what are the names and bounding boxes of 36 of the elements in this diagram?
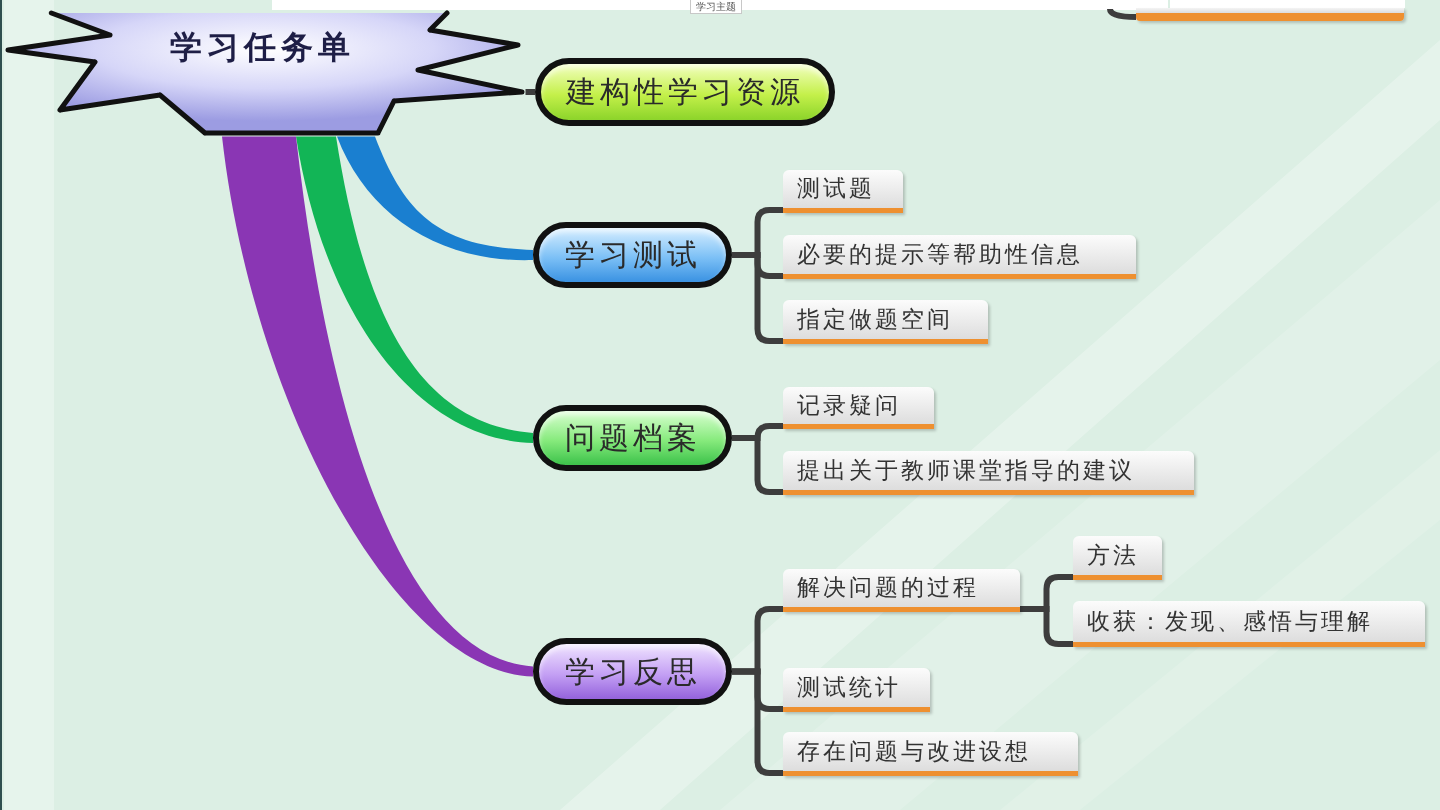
node-label: 解决问题的过程 [797,574,979,602]
node-label: 必要的提示等帮助性信息 [797,240,1083,269]
subtopic-box [783,451,1194,495]
node-label: 收获：发现、感悟与理解 [1087,607,1373,636]
node-label: 问题档案 [564,420,701,456]
node-label: 存在问题与改进设想 [797,737,1031,766]
subtopic-box [783,235,1136,279]
node-label: 学习测试 [564,237,701,273]
subtopic-box [1136,8,1404,21]
branch-ribbon [337,136,533,260]
bracket-connector [732,435,783,495]
subtopic-box [783,569,1020,612]
subtopic-box [783,170,903,213]
branch-ribbon [296,136,533,443]
node-label: 测试题 [797,175,875,203]
subtopic-box [783,732,1078,776]
subtopic-box [1073,536,1162,580]
subtopic-box [783,300,988,344]
node-label: 指定做题空间 [797,305,953,334]
bracket-connector [732,668,783,776]
node-label: 学习任务单 [169,28,356,67]
branch-ribbon [222,136,533,677]
subtopic-box [783,668,930,712]
header-title: 学习主题 [690,0,742,14]
node-label: 学习反思 [564,653,701,690]
node-label: 建构性学习资源 [566,74,804,110]
connector-line [525,89,535,95]
node-label: 测试统计 [797,673,901,702]
bracket-connector [1020,606,1073,647]
subtopic-box [1073,601,1425,647]
node-label: 记录疑问 [797,391,901,420]
subtopic-box [783,387,934,429]
bracket-connector [732,252,783,344]
bracket-connector [1107,8,1137,20]
node-label: 方法 [1087,541,1139,570]
node-label: 提出关于教师课堂指导的建议 [797,456,1135,485]
